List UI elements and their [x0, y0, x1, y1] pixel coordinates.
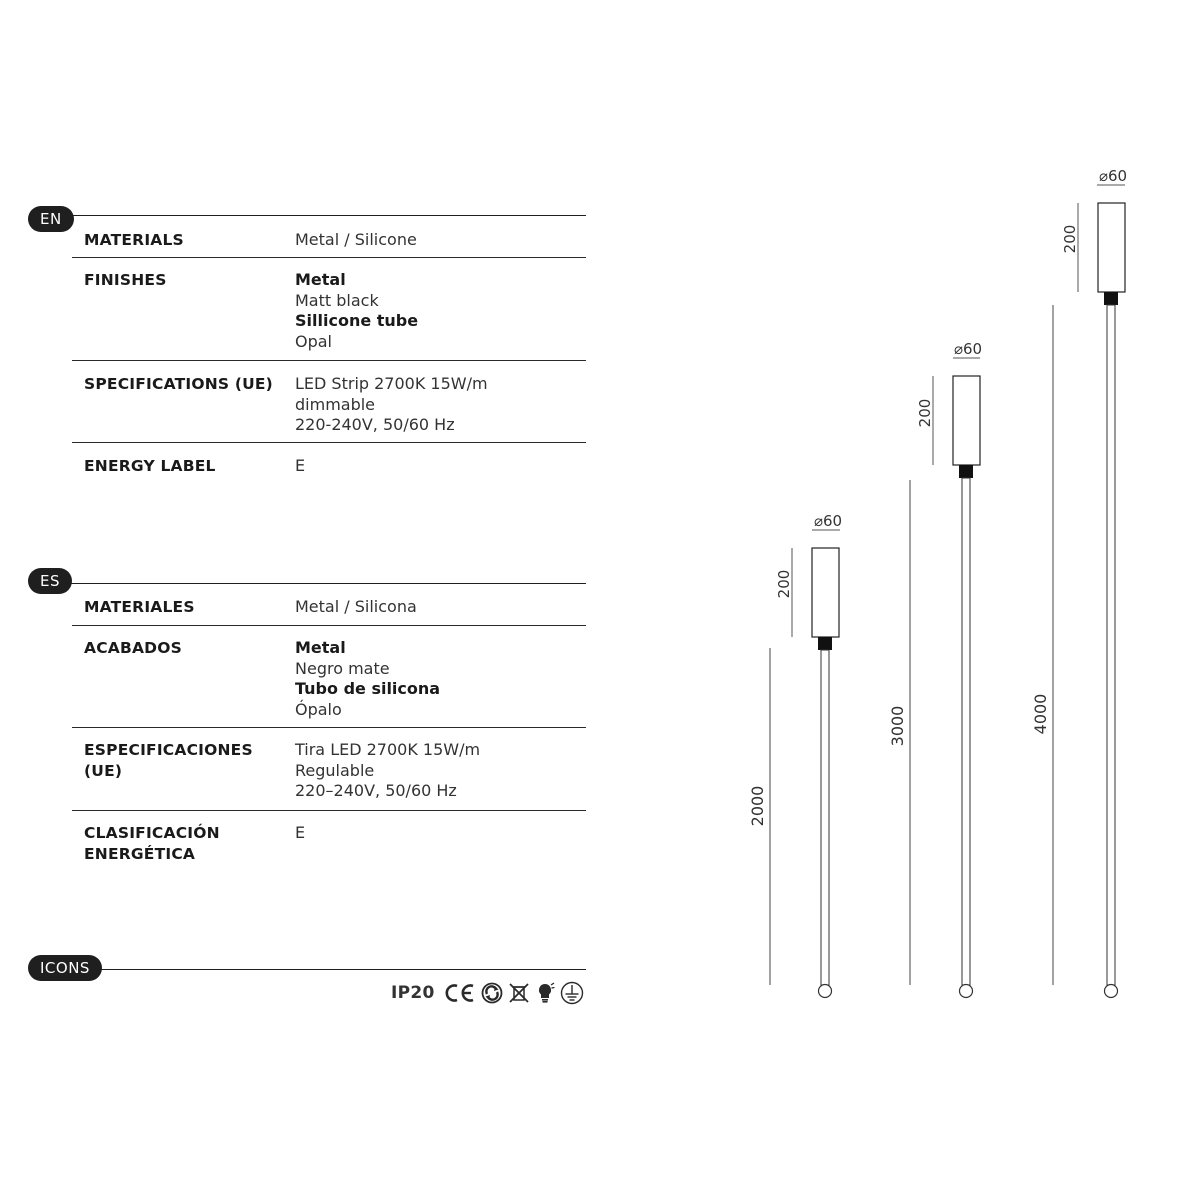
value-line: dimmable [295, 394, 376, 414]
spec-value-materiales: Metal / Silicona [295, 597, 417, 618]
row-divider [72, 625, 586, 626]
ip-rating: IP20 [391, 983, 435, 1003]
value-line: LED Strip 2700K 15W/m [295, 374, 488, 393]
value-line: Metal [295, 270, 346, 289]
section-tag-es: ES [28, 568, 72, 594]
head-height-label: 200 [775, 570, 793, 599]
diameter-label: ⌀60 [1099, 167, 1127, 185]
lamp-head [811, 547, 840, 638]
section-tag-icons: ICONS [28, 955, 102, 981]
row-divider [72, 727, 586, 728]
total-length-label: 2000 [748, 786, 767, 827]
value-line: Sillicone tube [295, 311, 419, 330]
lamp-end-cap [817, 983, 833, 999]
lamp-connector [818, 637, 832, 650]
row-divider [72, 257, 586, 258]
spec-value-especificaciones: Tira LED 2700K 15W/m Regulable 220–240V,… [295, 740, 480, 802]
value-line: Metal [295, 638, 346, 657]
value-line: E [295, 456, 306, 475]
lamp-connector [959, 465, 973, 478]
lamp-drawing-2000: ⌀60 200 2000 [748, 512, 842, 999]
spec-label-specifications: SPECIFICATIONS (UE) [84, 375, 273, 393]
lamp-tube [820, 649, 830, 986]
value-line: Ópalo [295, 699, 342, 719]
lamp-head [1097, 202, 1126, 293]
ce-mark-icon [445, 984, 474, 1002]
value-line: Negro mate [295, 658, 390, 678]
recycling-icon [481, 982, 503, 1004]
crossed-bin-icon [509, 983, 529, 1003]
spec-label-energy: ENERGY LABEL [84, 457, 216, 475]
value-line: Matt black [295, 290, 379, 310]
section-rule-icons [100, 969, 586, 970]
row-divider [72, 360, 586, 361]
total-length-label: 3000 [888, 706, 907, 747]
value-line: Regulable [295, 760, 375, 780]
diameter-label: ⌀60 [814, 512, 842, 530]
spec-value-clasificacion: E [295, 823, 305, 844]
lamp-drawing-4000: ⌀60 200 4000 [1031, 167, 1127, 999]
spec-label-clasificacion: CLASIFICACIÓN ENERGÉTICA [84, 824, 220, 863]
lamp-tube [961, 477, 971, 986]
lamp-end-cap [958, 983, 974, 999]
lamp-drawing-3000: ⌀60 200 3000 [888, 340, 982, 999]
lamp-head [952, 375, 981, 466]
value-line: Tubo de silicona [295, 679, 441, 698]
lamp-tube [1106, 304, 1116, 986]
diameter-label: ⌀60 [954, 340, 982, 358]
spec-value-specifications: LED Strip 2700K 15W/m dimmable 220-240V,… [295, 374, 488, 436]
spec-value-finishes: Metal Matt black Sillicone tube Opal [295, 270, 418, 352]
value-line: E [295, 823, 306, 842]
certification-icons: IP20 [391, 981, 584, 1005]
row-divider [72, 442, 586, 443]
row-divider [72, 810, 586, 811]
lamp-connector [1104, 292, 1118, 305]
head-height-label: 200 [1061, 225, 1079, 254]
section-rule-es [66, 583, 586, 584]
value-line: 220-240V, 50/60 Hz [295, 415, 455, 434]
section-rule-en [66, 215, 586, 216]
value-line: Metal / Silicona [295, 597, 417, 616]
value-line: Tira LED 2700K 15W/m [295, 740, 481, 759]
head-height-label: 200 [916, 399, 934, 428]
value-line: 220–240V, 50/60 Hz [295, 781, 457, 800]
section-tag-en: EN [28, 206, 74, 232]
earth-ground-icon [560, 981, 583, 1005]
spec-value-energy: E [295, 456, 305, 477]
spec-label-finishes: FINISHES [84, 271, 167, 289]
value-line: Opal [295, 331, 332, 351]
spec-label-acabados: ACABADOS [84, 639, 182, 657]
spec-value-acabados: Metal Negro mate Tubo de silicona Ópalo [295, 638, 440, 720]
spec-value-materials: Metal / Silicone [295, 230, 417, 251]
value-line: Metal / Silicone [295, 230, 417, 249]
spec-label-materiales: MATERIALES [84, 598, 195, 616]
spec-label-especificaciones: ESPECIFICACIONES (UE) [84, 741, 253, 780]
dimmable-bulb-icon [538, 982, 555, 1003]
total-length-label: 4000 [1031, 694, 1050, 735]
lamp-end-cap [1103, 983, 1119, 999]
spec-label-materials: MATERIALS [84, 231, 184, 249]
